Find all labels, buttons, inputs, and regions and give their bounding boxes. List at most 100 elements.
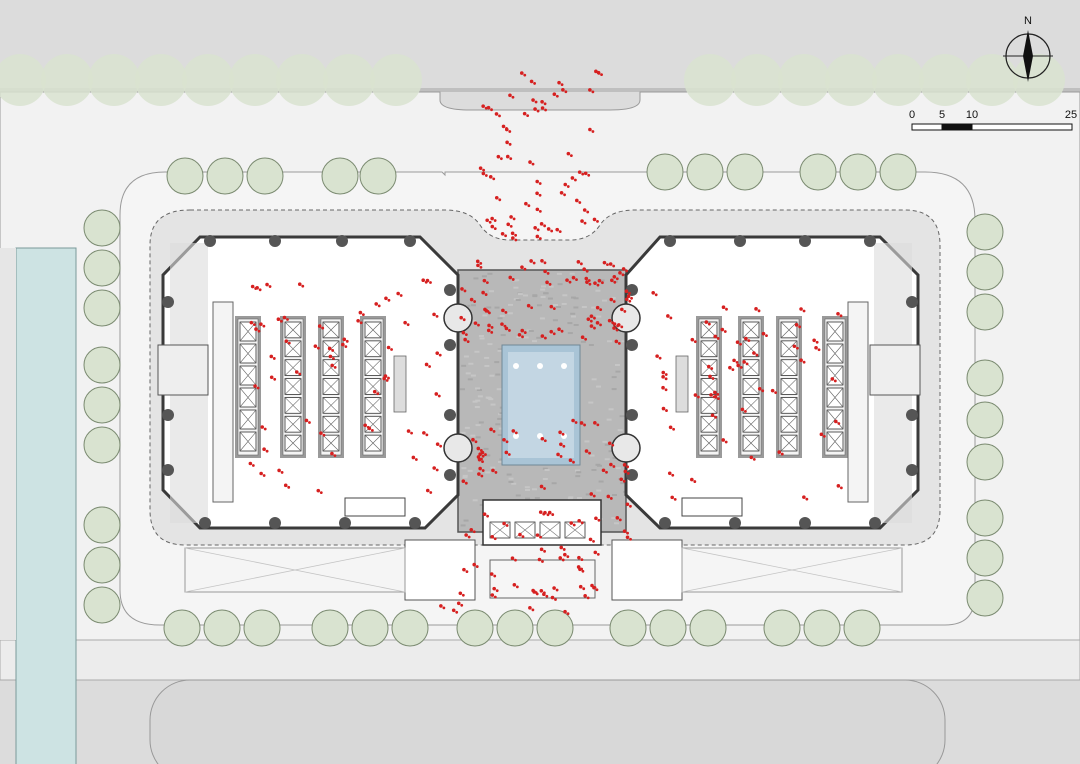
person-icon bbox=[595, 305, 600, 310]
paving-tile bbox=[497, 417, 503, 420]
person-icon bbox=[523, 331, 527, 334]
person-icon bbox=[555, 588, 559, 592]
person-icon bbox=[564, 90, 568, 94]
paving-tile bbox=[534, 497, 540, 500]
elevator-cross bbox=[700, 416, 718, 433]
person-icon bbox=[479, 261, 483, 265]
person-icon bbox=[614, 339, 619, 344]
person-icon bbox=[466, 340, 470, 344]
person-icon bbox=[596, 423, 600, 427]
person-icon bbox=[794, 323, 799, 327]
person-icon bbox=[511, 429, 516, 433]
person-icon bbox=[559, 455, 563, 458]
west-verge bbox=[0, 248, 16, 640]
person-icon bbox=[462, 567, 466, 572]
person-icon bbox=[585, 269, 589, 273]
person-icon bbox=[713, 390, 717, 395]
person-icon bbox=[528, 160, 532, 164]
paving-tile bbox=[596, 315, 602, 318]
person-icon bbox=[549, 304, 554, 309]
person-icon bbox=[673, 497, 677, 501]
person-icon bbox=[435, 442, 440, 446]
person-icon bbox=[254, 287, 258, 290]
person-icon bbox=[581, 569, 585, 573]
elevator-cross bbox=[322, 434, 340, 452]
person-icon bbox=[425, 278, 430, 283]
person-icon bbox=[731, 368, 735, 372]
person-icon bbox=[494, 195, 499, 200]
person-icon bbox=[342, 337, 347, 342]
person-icon bbox=[464, 333, 468, 337]
tree-icon bbox=[359, 157, 397, 195]
person-icon bbox=[505, 140, 509, 145]
person-icon bbox=[283, 483, 288, 488]
person-icon bbox=[559, 545, 564, 550]
tree-icon bbox=[778, 54, 830, 106]
column-icon bbox=[444, 284, 456, 296]
paving-tile bbox=[464, 426, 470, 429]
person-icon bbox=[301, 284, 305, 288]
person-icon bbox=[490, 534, 495, 539]
tree-icon bbox=[825, 54, 877, 106]
person-icon bbox=[475, 565, 479, 568]
person-icon bbox=[257, 329, 261, 333]
person-icon bbox=[313, 344, 318, 348]
person-icon bbox=[460, 603, 464, 607]
paving-tile bbox=[465, 372, 471, 375]
paving-tile bbox=[614, 363, 620, 366]
tree-icon bbox=[83, 386, 121, 424]
elevator-cross bbox=[239, 409, 257, 430]
person-icon bbox=[580, 335, 585, 340]
column-icon bbox=[626, 284, 638, 296]
person-icon bbox=[580, 521, 584, 525]
column-icon bbox=[162, 409, 174, 421]
paving-tile bbox=[556, 272, 562, 275]
person-icon bbox=[536, 228, 540, 232]
person-icon bbox=[665, 409, 668, 412]
person-icon bbox=[600, 73, 603, 77]
paving-tile bbox=[497, 349, 503, 352]
person-icon bbox=[540, 99, 544, 104]
person-icon bbox=[589, 314, 594, 318]
person-icon bbox=[432, 312, 436, 317]
paving-tile bbox=[591, 468, 597, 471]
column-icon bbox=[626, 339, 638, 351]
paving-tile bbox=[487, 343, 493, 346]
person-icon bbox=[610, 278, 614, 283]
person-icon bbox=[815, 340, 819, 344]
paving-tile bbox=[595, 463, 601, 466]
person-icon bbox=[580, 219, 584, 223]
person-icon bbox=[269, 354, 274, 359]
person-icon bbox=[490, 224, 495, 229]
person-icon bbox=[492, 429, 496, 433]
person-icon bbox=[584, 449, 589, 453]
person-icon bbox=[439, 604, 443, 608]
person-icon bbox=[498, 198, 502, 202]
tree-icon bbox=[966, 443, 1004, 481]
paving-tile bbox=[511, 482, 517, 485]
person-icon bbox=[744, 409, 747, 413]
column-icon bbox=[869, 517, 881, 529]
person-icon bbox=[487, 323, 491, 328]
person-icon bbox=[606, 494, 611, 499]
paving-tile bbox=[483, 447, 489, 450]
person-icon bbox=[577, 170, 582, 174]
person-icon bbox=[537, 557, 542, 562]
person-icon bbox=[761, 331, 766, 336]
column-icon bbox=[906, 464, 918, 476]
person-icon bbox=[739, 366, 743, 369]
elevator-cross bbox=[780, 340, 798, 357]
person-icon bbox=[822, 434, 826, 438]
tree-icon bbox=[83, 289, 121, 327]
paving-tile bbox=[596, 489, 602, 492]
person-icon bbox=[465, 570, 469, 574]
tree-icon bbox=[1013, 54, 1065, 106]
paving-tile bbox=[461, 467, 467, 470]
person-icon bbox=[761, 389, 765, 393]
elevator-cross bbox=[742, 416, 760, 433]
elevator-cross bbox=[826, 431, 844, 452]
person-icon bbox=[625, 269, 629, 273]
person-icon bbox=[765, 334, 768, 338]
person-icon bbox=[517, 333, 522, 337]
person-icon bbox=[505, 440, 509, 444]
